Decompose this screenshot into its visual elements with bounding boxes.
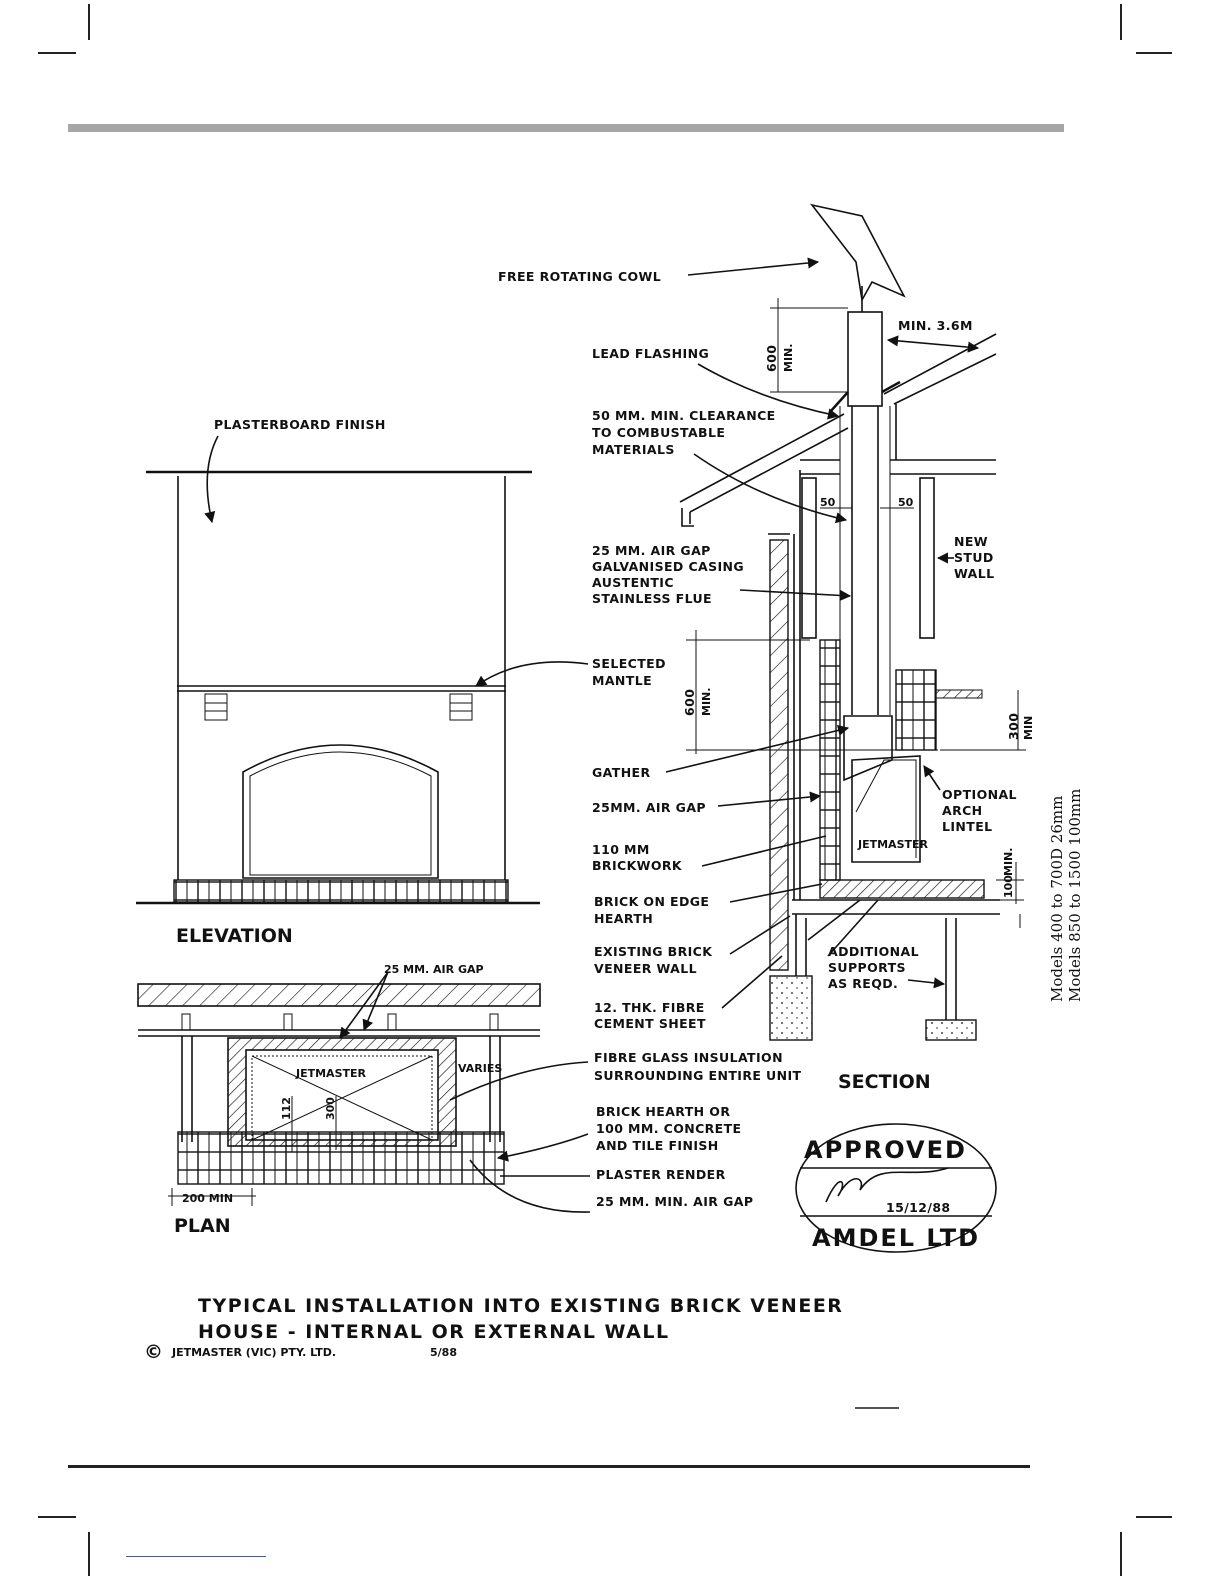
dim-50-right: 50 xyxy=(898,496,914,509)
dim-600-upper: 600 xyxy=(764,345,779,372)
copyright-text: JETMASTER (VIC) PTY. LTD. xyxy=(171,1346,336,1359)
insulation-label-2: SURROUNDING ENTIRE UNIT xyxy=(594,1068,801,1083)
stamp-amdel: AMDEL LTD xyxy=(812,1224,980,1252)
clearance-label-1: 50 MM. MIN. CLEARANCE xyxy=(592,408,776,423)
arch-label-3: LINTEL xyxy=(942,819,993,834)
elevation-title: ELEVATION xyxy=(176,925,293,947)
plasterboard-label: PLASTERBOARD FINISH xyxy=(214,417,386,432)
plan-title: PLAN xyxy=(174,1215,231,1237)
stray-mark xyxy=(855,1407,899,1409)
mantle-label-2: MANTLE xyxy=(592,673,652,688)
dim-min-upper: MIN. xyxy=(782,344,795,372)
dim-min-lower: MIN. xyxy=(700,688,713,716)
air-gap-label: 25MM. AIR GAP xyxy=(592,800,706,815)
dim-200-min: 200 MIN xyxy=(182,1192,233,1205)
plaster-render-label: PLASTER RENDER xyxy=(596,1167,726,1182)
supports-label-3: AS REQD. xyxy=(828,976,898,991)
veneer-label-2: VENEER WALL xyxy=(594,961,697,976)
elevation-view xyxy=(136,435,589,905)
crop-mark-top-left-v xyxy=(88,4,90,40)
stud-label-3: WALL xyxy=(954,566,994,581)
clearance-label-3: MATERIALS xyxy=(592,442,675,457)
arch-label-2: ARCH xyxy=(942,803,983,818)
supports-label-2: SUPPORTS xyxy=(828,960,906,975)
casing-label-2: GALVANISED CASING xyxy=(592,559,744,574)
plan-air-gap-label: 25 MM. AIR GAP xyxy=(384,963,484,976)
crop-mark-top-right-h xyxy=(1136,52,1172,54)
dim-300-min: MIN xyxy=(1022,716,1035,740)
models-line-1: Models 400 to 700D 26mm xyxy=(1048,796,1066,1002)
brick-hearth-label-2: 100 MM. CONCRETE xyxy=(596,1121,742,1136)
stud-label-1: NEW xyxy=(954,534,988,549)
stud-label-2: STUD xyxy=(954,550,994,565)
clearance-label-2: TO COMBUSTABLE xyxy=(592,425,725,440)
min-height-label: MIN. 3.6M xyxy=(898,318,973,333)
dim-300-plan: 300 xyxy=(324,1097,337,1120)
min-air-gap-label: 25 MM. MIN. AIR GAP xyxy=(596,1194,753,1209)
dim-600-lower: 600 xyxy=(682,689,697,716)
title-line-2: HOUSE - INTERNAL OR EXTERNAL WALL xyxy=(198,1321,670,1343)
footer-link-underline xyxy=(126,1556,266,1557)
casing-label-1: 25 MM. AIR GAP xyxy=(592,543,711,558)
varies-label: VARIES xyxy=(458,1062,502,1075)
dim-100-min: MIN. xyxy=(1002,848,1015,876)
hearth-label-1: BRICK ON EDGE xyxy=(594,894,709,909)
crop-mark-top-right-v xyxy=(1120,4,1122,40)
approval-stamp xyxy=(795,1123,997,1253)
jetmaster-plan-label: JETMASTER xyxy=(295,1067,367,1080)
copyright-symbol: © xyxy=(144,1341,163,1363)
gather-label: GATHER xyxy=(592,765,651,780)
footer-rule xyxy=(68,1465,1030,1468)
stamp-date: 15/12/88 xyxy=(886,1200,951,1215)
insulation-label-1: FIBRE GLASS INSULATION xyxy=(594,1050,783,1065)
title-line-1: TYPICAL INSTALLATION INTO EXISTING BRICK… xyxy=(198,1295,843,1317)
dim-100: 100 xyxy=(1002,875,1015,898)
copyright-date: 5/88 xyxy=(430,1346,457,1359)
models-line-2: Models 850 to 1500 100mm xyxy=(1066,789,1084,1002)
arch-label-1: OPTIONAL xyxy=(942,787,1017,802)
section-title: SECTION xyxy=(838,1071,931,1093)
plan-view xyxy=(137,971,591,1213)
hearth-label-2: HEARTH xyxy=(594,911,653,926)
crop-mark-bottom-left-v xyxy=(88,1532,90,1576)
mantle-label-1: SELECTED xyxy=(592,656,666,671)
dim-50-left: 50 xyxy=(820,496,836,509)
lead-flashing-label: LEAD FLASHING xyxy=(592,346,709,361)
supports-label-1: ADDITIONAL xyxy=(828,944,919,959)
crop-mark-bottom-left-h xyxy=(38,1516,76,1518)
header-rule xyxy=(68,124,1064,132)
cowl-label: FREE ROTATING COWL xyxy=(498,269,661,284)
fibre-sheet-label-1: 12. THK. FIBRE xyxy=(594,1000,705,1015)
jetmaster-section-label: JETMASTER xyxy=(857,838,929,851)
crop-mark-bottom-right-v xyxy=(1120,1532,1122,1576)
casing-label-3: AUSTENTIC xyxy=(592,575,674,590)
veneer-label-1: EXISTING BRICK xyxy=(594,944,713,959)
crop-mark-top-left-h xyxy=(38,52,76,54)
stamp-approved: APPROVED xyxy=(804,1136,967,1164)
brick-hearth-label-3: AND TILE FINISH xyxy=(596,1138,719,1153)
brickwork-label-2: BRICKWORK xyxy=(592,858,683,873)
brick-hearth-label-1: BRICK HEARTH OR xyxy=(596,1104,730,1119)
brickwork-label-1: 110 MM xyxy=(592,842,650,857)
crop-mark-bottom-right-h xyxy=(1136,1516,1172,1518)
dim-300: 300 xyxy=(1006,713,1021,740)
dim-112: 112 xyxy=(280,1097,293,1120)
fibre-sheet-label-2: CEMENT SHEET xyxy=(594,1016,706,1031)
casing-label-4: STAINLESS FLUE xyxy=(592,591,712,606)
section-view xyxy=(665,203,1026,1041)
